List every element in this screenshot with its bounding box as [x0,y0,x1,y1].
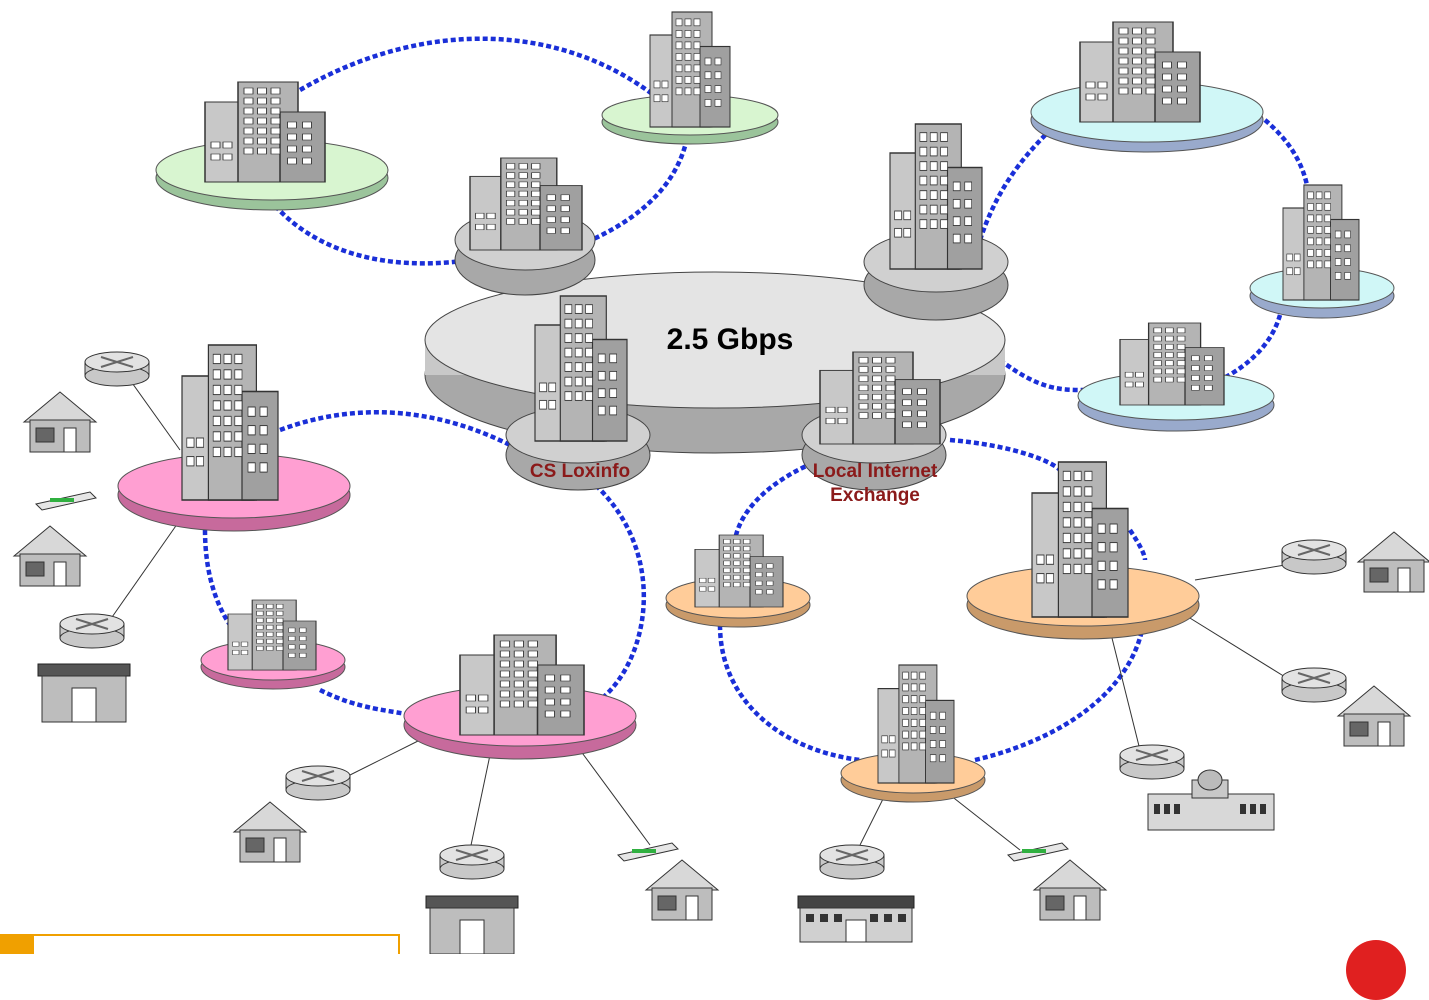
building-icon [1282,184,1360,301]
modem-icon [35,491,97,511]
shop-icon [425,895,519,954]
lix-label-line2: Exchange [830,485,920,506]
building-icon [469,157,583,251]
footer-box [32,934,400,954]
router-icon [819,844,885,880]
building-icon [1119,322,1225,406]
building-icon [459,634,585,736]
building-icon [649,11,731,128]
network-diagram [13,11,1429,954]
router-icon [1281,539,1347,575]
building-icon [1079,21,1201,123]
building-icon [889,123,983,270]
logo [1346,940,1406,1000]
house-icon [1357,531,1429,593]
router-icon [84,351,150,387]
backbone-speed-label: 2.5 Gbps [666,323,794,356]
house-icon [233,801,307,863]
router-icon [1281,667,1347,703]
school-icon [797,895,915,943]
house-icon [23,391,97,453]
router-icon [1119,744,1185,780]
building-icon [694,534,784,608]
building-icon [1031,461,1129,618]
shop-icon [37,663,131,723]
lix-label-line1: Local Internet [812,461,938,482]
router-icon [59,613,125,649]
cs-loxinfo-label: CS Loxinfo [529,461,631,482]
modem-icon [1007,842,1069,862]
modem-icon [617,842,679,862]
house-icon [1033,859,1107,921]
house-icon [1337,685,1411,747]
router-icon [439,844,505,880]
building-icon [227,599,317,671]
building-icon [181,344,279,501]
government-building-icon [1147,769,1275,831]
building-icon [877,664,955,784]
house-icon [645,859,719,921]
house-icon [13,525,87,587]
building-icon [204,81,326,183]
router-icon [285,765,351,801]
footer-accent-bar [0,934,32,954]
